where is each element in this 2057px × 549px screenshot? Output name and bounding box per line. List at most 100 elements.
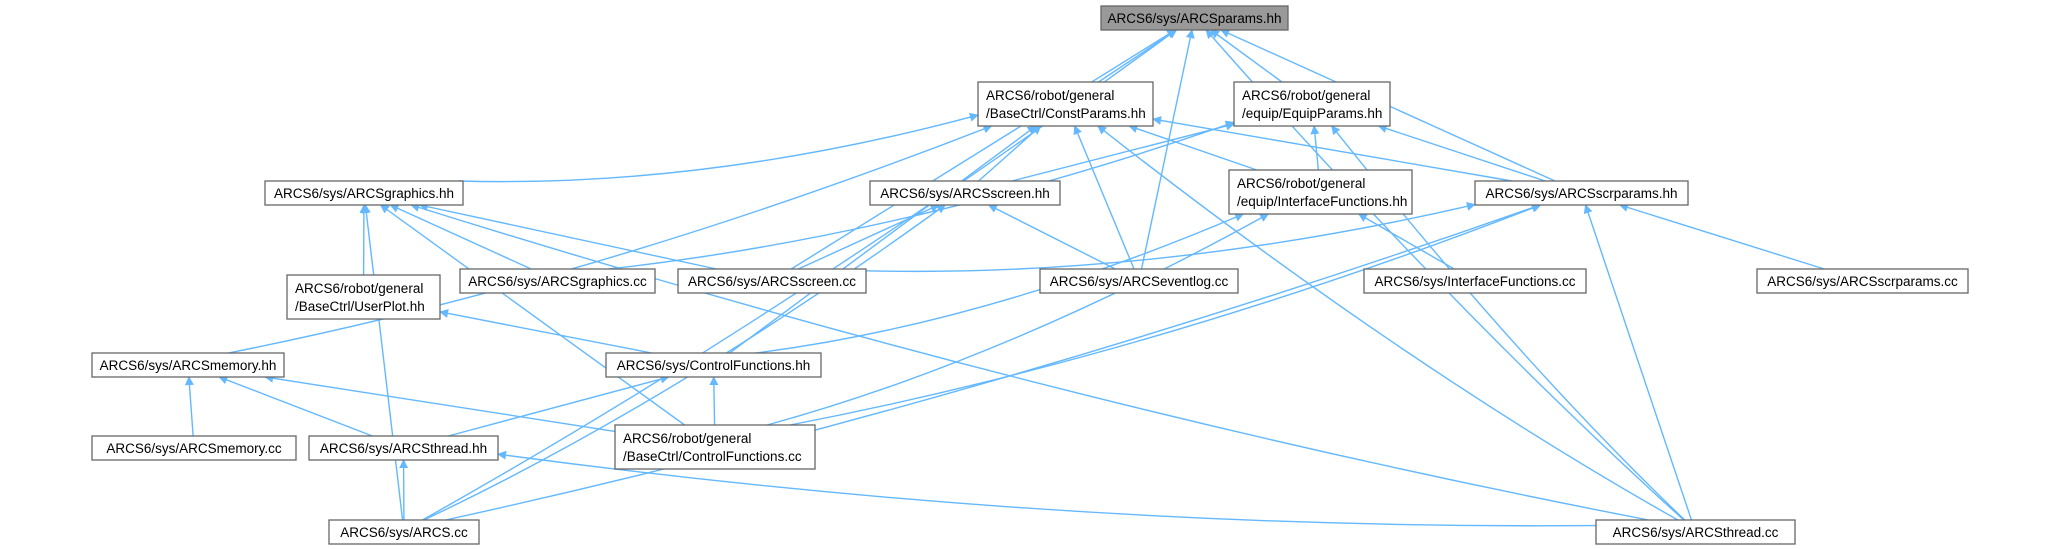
- node-box: [1228, 169, 1413, 215]
- edge-threadh-to-memh: [218, 375, 373, 437]
- node-box: [1039, 268, 1239, 294]
- node-label: ARCS6/sys/ControlFunctions.hh: [617, 358, 811, 373]
- node-label: ARCS6/robot/general: [295, 281, 423, 296]
- file-node-arcs6-sys-arcsscrparams-cc[interactable]: ARCS6/sys/ARCSscrparams.cc: [1756, 268, 1969, 294]
- edge-threadcc-to-scrph: [1583, 204, 1693, 521]
- edge-screencc-to-graphh: [418, 202, 717, 270]
- node-box: [308, 435, 499, 461]
- node-box: [869, 180, 1061, 206]
- edge-threadcc-to-graphh: [410, 203, 1649, 521]
- file-node-arcs6-robot-general-equip-interfacefunctions-hh[interactable]: ARCS6/robot/general/equip/InterfaceFunct…: [1228, 169, 1413, 215]
- file-node-arcs6-sys-arcs-cc[interactable]: ARCS6/sys/ARCS.cc: [328, 519, 480, 545]
- node-label: /BaseCtrl/ConstParams.hh: [986, 106, 1146, 121]
- node-label: ARCS6/sys/ARCSmemory.hh: [100, 358, 277, 373]
- node-box: [1474, 180, 1689, 206]
- node-box: [977, 81, 1154, 127]
- file-node-arcs6-sys-controlfunctions-hh[interactable]: ARCS6/sys/ControlFunctions.hh: [605, 352, 822, 378]
- edge-eventlog-to-screenh: [987, 204, 1116, 270]
- node-box: [677, 268, 867, 294]
- node-box: [1595, 519, 1796, 545]
- file-node-arcs6-sys-arcsscreen-hh[interactable]: ARCS6/sys/ARCSscreen.hh: [869, 180, 1061, 206]
- node-label: ARCS6/sys/ARCSparams.hh: [1107, 11, 1281, 26]
- edge-arcscc-to-screenh: [423, 204, 946, 521]
- edge-iffunch-to-constp: [1128, 124, 1257, 171]
- dependency-edges: [184, 29, 1825, 527]
- edge-screencc-to-screenh: [798, 204, 940, 270]
- node-box: [91, 352, 285, 378]
- edge-ctrlfcc-to-memh: [264, 373, 616, 433]
- file-node-arcs6-sys-arcsparams-hh[interactable]: ARCS6/sys/ARCSparams.hh: [1100, 5, 1289, 31]
- node-box: [328, 519, 480, 545]
- node-box: [459, 268, 656, 294]
- node-label: ARCS6/sys/ARCSgraphics.hh: [274, 186, 454, 201]
- edge-ctrlfcc-to-graphh: [379, 204, 686, 426]
- node-label: ARCS6/robot/general: [623, 431, 751, 446]
- edge-ctrlfcc-to-scrph: [789, 203, 1542, 426]
- edge-screenh-to-equipp: [1011, 121, 1235, 182]
- file-node-arcs6-sys-arcsthread-cc[interactable]: ARCS6/sys/ARCSthread.cc: [1595, 519, 1796, 545]
- edge-arcscc-to-scrph: [445, 203, 1541, 521]
- node-box: [264, 180, 464, 206]
- file-node-arcs6-sys-arcsgraphics-hh[interactable]: ARCS6/sys/ARCSgraphics.hh: [264, 180, 464, 206]
- node-label: /equip/InterfaceFunctions.hh: [1237, 194, 1407, 209]
- file-node-arcs6-robot-general-basectrl-constparams-hh[interactable]: ARCS6/robot/general/BaseCtrl/ConstParams…: [977, 81, 1154, 127]
- node-label: /BaseCtrl/UserPlot.hh: [295, 299, 425, 314]
- file-node-arcs6-sys-arcsmemory-hh[interactable]: ARCS6/sys/ARCSmemory.hh: [91, 352, 285, 378]
- node-label: ARCS6/sys/InterfaceFunctions.cc: [1374, 274, 1575, 289]
- edge-threadcc-to-constp: [1097, 125, 1679, 521]
- node-box: [605, 352, 822, 378]
- node-box: [1233, 81, 1391, 127]
- file-node-arcs6-sys-arcsscreen-cc[interactable]: ARCS6/sys/ARCSscreen.cc: [677, 268, 867, 294]
- edge-threadh-to-ctrlfh: [448, 374, 670, 437]
- edge-equipp-to-params: [1210, 29, 1283, 83]
- node-label: /BaseCtrl/ControlFunctions.cc: [623, 449, 802, 464]
- node-label: ARCS6/sys/ARCSmemory.cc: [106, 441, 282, 456]
- edge-eventlog-to-params: [1140, 29, 1195, 270]
- node-label: ARCS6/sys/ARCSgraphics.cc: [468, 274, 647, 289]
- edge-ctrlfcc-to-iffunch: [767, 213, 1270, 426]
- node-label: ARCS6/sys/ARCS.cc: [340, 525, 468, 540]
- file-node-arcs6-robot-general-basectrl-userplot-hh[interactable]: ARCS6/robot/general/BaseCtrl/UserPlot.hh: [286, 274, 441, 320]
- edge-scrph-to-equipp: [1377, 124, 1546, 182]
- file-node-arcs6-sys-arcsgraphics-cc[interactable]: ARCS6/sys/ARCSgraphics.cc: [459, 268, 656, 294]
- edge-ctrlfh-to-iffunch: [755, 213, 1245, 354]
- file-node-arcs6-sys-interfacefunctions-cc[interactable]: ARCS6/sys/InterfaceFunctions.cc: [1363, 268, 1587, 294]
- node-box: [1363, 268, 1587, 294]
- file-node-arcs6-sys-arcsscrparams-hh[interactable]: ARCS6/sys/ARCSscrparams.hh: [1474, 180, 1689, 206]
- edge-scrpcc-to-scrph: [1618, 203, 1825, 270]
- file-node-arcs6-robot-general-basectrl-controlfunctions-cc[interactable]: ARCS6/robot/general/BaseCtrl/ControlFunc…: [614, 424, 816, 470]
- file-node-arcs6-robot-general-equip-equipparams-hh[interactable]: ARCS6/robot/general/equip/EquipParams.hh: [1233, 81, 1391, 127]
- edge-iffunch-to-equipp: [1310, 125, 1320, 171]
- edge-scrph-to-constp: [1152, 116, 1513, 182]
- node-box: [614, 424, 816, 470]
- file-nodes: ARCS6/sys/ARCSparams.hhARCS6/robot/gener…: [91, 5, 1969, 545]
- node-label: ARCS6/sys/ARCSscreen.cc: [688, 274, 856, 289]
- node-box: [1100, 5, 1289, 31]
- node-label: ARCS6/sys/ARCSthread.hh: [320, 441, 487, 456]
- file-node-arcs6-sys-arcsthread-hh[interactable]: ARCS6/sys/ARCSthread.hh: [308, 435, 499, 461]
- node-label: ARCS6/sys/ARCSscrparams.hh: [1485, 186, 1677, 201]
- file-node-arcs6-sys-arcsmemory-cc[interactable]: ARCS6/sys/ARCSmemory.cc: [91, 435, 297, 461]
- node-label: ARCS6/sys/ARCSscreen.hh: [880, 186, 1050, 201]
- edge-threadcc-to-threadh: [497, 450, 1597, 527]
- node-label: /equip/EquipParams.hh: [1242, 106, 1382, 121]
- node-box: [1756, 268, 1969, 294]
- edge-graphh-to-constp: [458, 112, 979, 183]
- edge-screencc-to-params: [790, 29, 1176, 270]
- edge-iffunccc-to-iffunch: [1357, 213, 1455, 270]
- edge-ctrlfh-to-constp: [729, 125, 1037, 354]
- edge-graphcc-to-graphh: [389, 204, 532, 270]
- node-label: ARCS6/robot/general: [1242, 88, 1370, 103]
- node-box: [91, 435, 297, 461]
- edge-ctrlfcc-to-ctrlfh: [709, 376, 719, 426]
- file-node-arcs6-sys-arcseventlog-cc[interactable]: ARCS6/sys/ARCSeventlog.cc: [1039, 268, 1239, 294]
- edge-arcscc-to-graphh: [361, 204, 404, 521]
- node-label: ARCS6/robot/general: [986, 88, 1114, 103]
- edge-memh-to-constp: [228, 124, 993, 354]
- edge-screencc-to-scrph: [865, 202, 1476, 273]
- node-box: [286, 274, 441, 320]
- node-label: ARCS6/sys/ARCSeventlog.cc: [1050, 274, 1229, 289]
- edge-eventlog-to-constp: [1073, 125, 1135, 270]
- node-label: ARCS6/robot/general: [1237, 176, 1365, 191]
